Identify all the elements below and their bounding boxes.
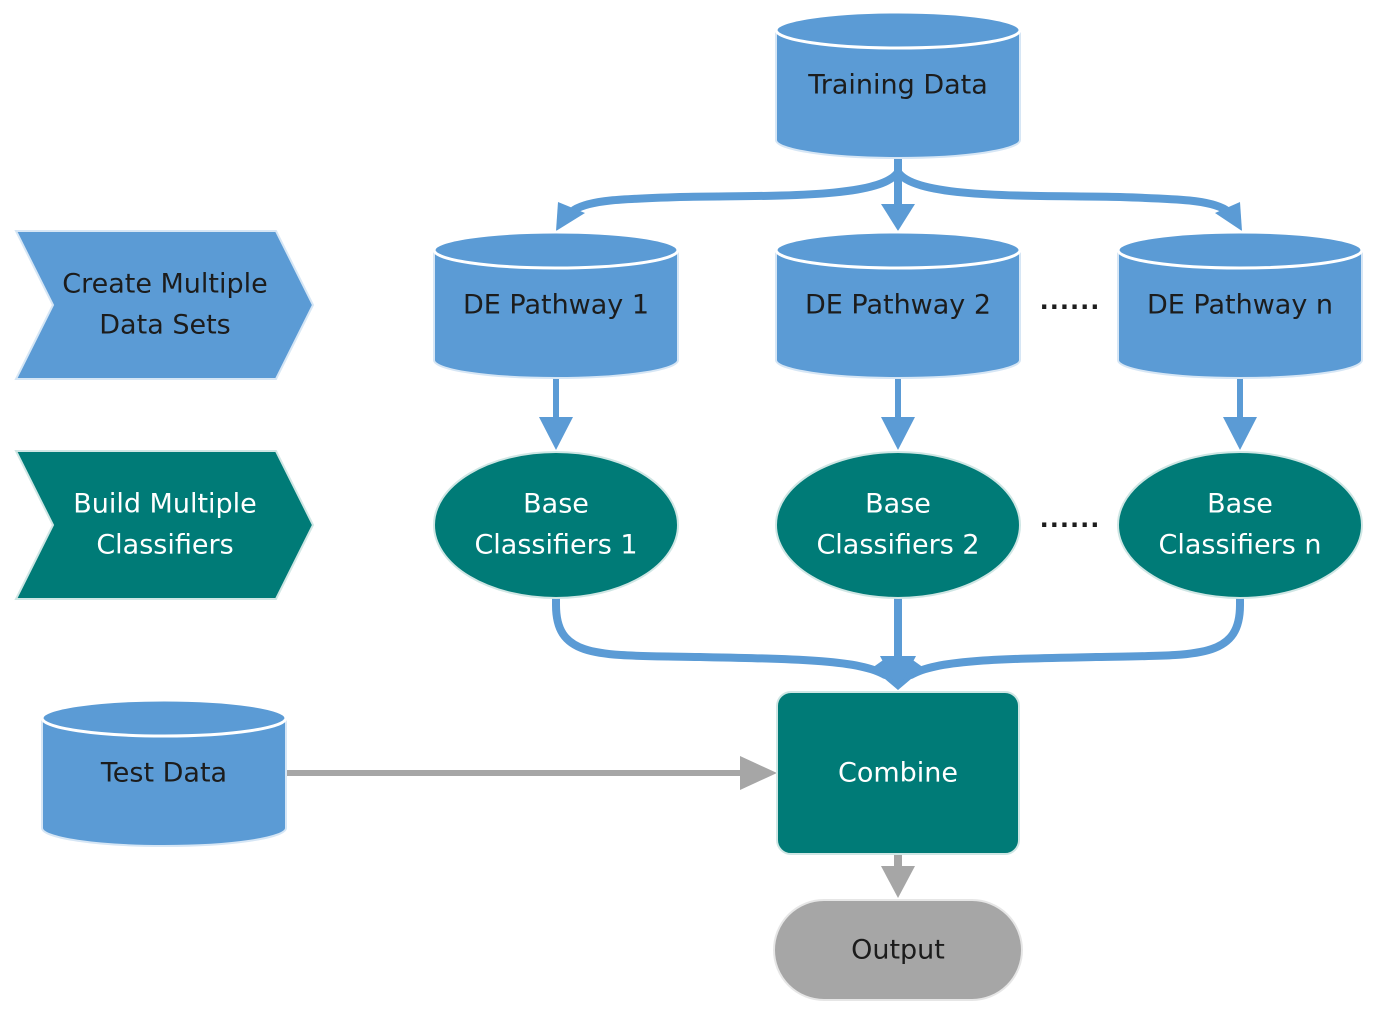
pathway-2-label: DE Pathway 2 [805,290,991,321]
arrowhead-to-classifier-1 [539,417,573,450]
classifier-2-line1: Base [865,489,931,520]
step-build-line2: Classifiers [96,530,233,561]
split-connectors [570,154,1230,214]
classifier-2-node: Base Classifiers 2 [775,451,1021,599]
output-node: Output [773,899,1023,1001]
classifier-n-line1: Base [1207,489,1273,520]
classifier-n-node: Base Classifiers n [1117,451,1363,599]
step-create-line1: Create Multiple [62,269,268,300]
combine-label: Combine [838,758,958,789]
merge-connectors [552,594,1244,679]
arrowhead-to-combine-center [880,656,916,690]
arrowhead-to-pathway-2 [881,204,915,231]
classifier-ellipsis: ...... [1040,505,1101,533]
pathway-n-cylinder: DE Pathway n [1116,230,1364,379]
pathway-1-label: DE Pathway 1 [463,290,649,321]
pathway-to-classifier-arrows [539,376,1257,450]
classifier-2-line2: Classifiers 2 [816,530,979,561]
test-data-cylinder: Test Data [40,698,288,847]
pathway-ellipsis: ...... [1040,287,1101,315]
split-arrowheads [556,202,1242,231]
pathway-n-label: DE Pathway n [1147,290,1333,321]
arrowhead-to-classifier-n [1223,417,1257,450]
training-data-label: Training Data [807,70,988,101]
classifier-1-line2: Classifiers 1 [474,530,637,561]
arrowhead-to-pathway-n [1215,202,1242,231]
combine-to-output-arrow [881,852,915,898]
merge-arrowheads [872,656,924,690]
test-data-label: Test Data [100,758,227,789]
training-data-cylinder: Training Data [774,10,1022,159]
test-to-combine-arrow [286,756,777,790]
step-build-classifiers: Build Multiple Classifiers [14,450,315,600]
classifier-1-node: Base Classifiers 1 [433,451,679,599]
classifier-1-line1: Base [523,489,589,520]
classifier-n-line2: Classifiers n [1158,530,1321,561]
combine-node: Combine [776,691,1020,855]
step-create-line2: Data Sets [99,310,230,341]
output-label: Output [851,935,945,966]
step-build-line1: Build Multiple [73,489,257,520]
pathway-1-cylinder: DE Pathway 1 [432,230,680,379]
pathway-2-cylinder: DE Pathway 2 [774,230,1022,379]
arrowhead-to-classifier-2 [881,417,915,450]
step-create-data-sets: Create Multiple Data Sets [14,230,315,380]
arrowhead-to-pathway-1 [556,202,585,231]
